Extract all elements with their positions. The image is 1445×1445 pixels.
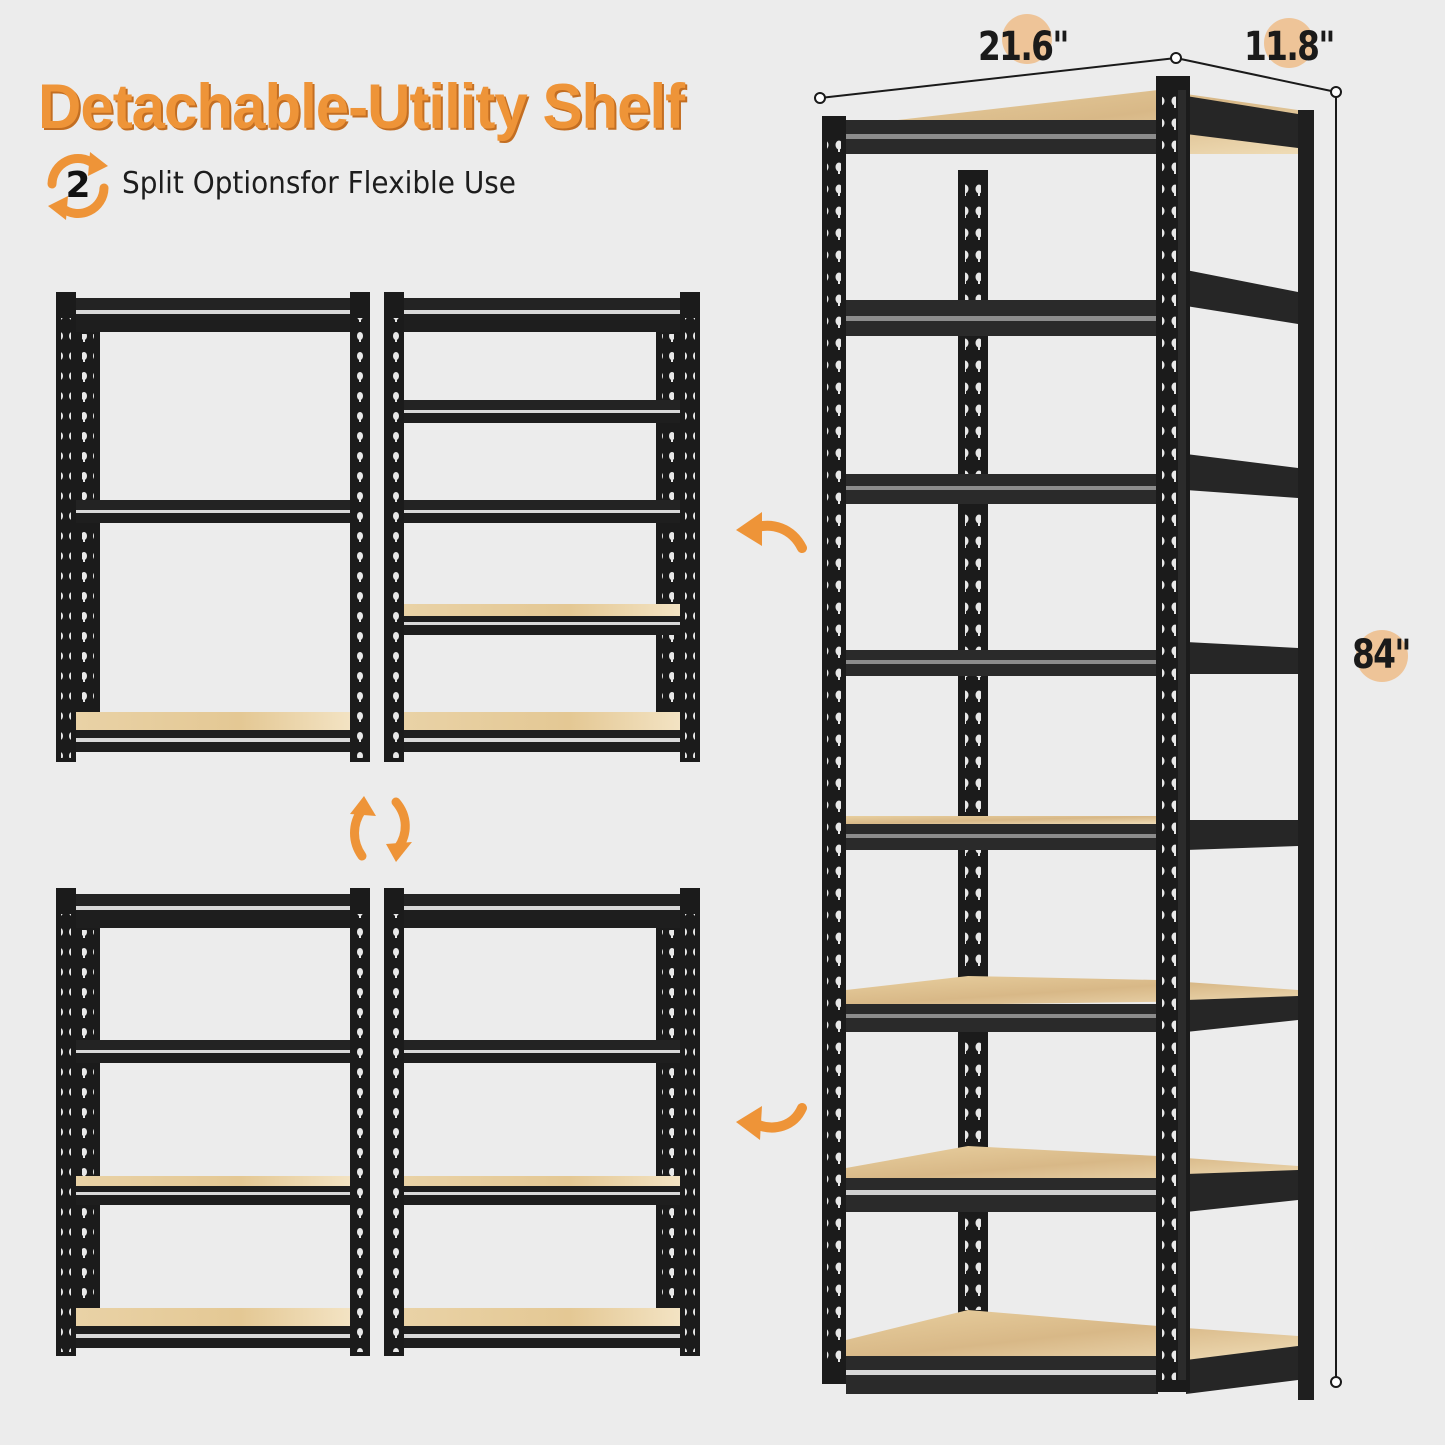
tier-6 (846, 976, 1298, 1032)
split-option-a (54, 288, 704, 768)
shelf-pair-illustration (56, 292, 700, 762)
split-options-badge: 2 (42, 150, 114, 222)
badge-number: 2 (65, 165, 91, 206)
split-option-b (54, 884, 704, 1364)
tier-3 (846, 454, 1298, 504)
tier-5 (846, 816, 1298, 850)
curved-arrow-left-icon (732, 1094, 808, 1142)
dimension-depth-label: 11.8" (1244, 24, 1335, 70)
tier-2 (846, 270, 1298, 336)
tier-4 (846, 642, 1298, 676)
dimension-highlight-circle (1356, 630, 1408, 682)
swap-arrows-icon (340, 794, 420, 864)
subtitle: Split Optionsfor Flexible Use (122, 166, 516, 201)
tier-8 (846, 1310, 1298, 1394)
curved-arrow-left-icon (732, 508, 808, 556)
cycle-arrows-icon (47, 152, 109, 220)
dimension-height-label: 84" (1352, 632, 1411, 678)
dimension-width-label: 21.6" (978, 24, 1069, 70)
dimension-highlight-circle (1264, 18, 1314, 68)
tall-shelf-illustration (822, 76, 1314, 1400)
tier-7 (846, 1146, 1298, 1212)
tier-1 (846, 90, 1298, 154)
dimension-highlight-circle (1002, 14, 1052, 64)
full-assembly-shelf (818, 70, 1318, 1400)
headline-title: Detachable-Utility Shelf (38, 71, 685, 142)
shelf-pair-illustration (56, 888, 700, 1356)
